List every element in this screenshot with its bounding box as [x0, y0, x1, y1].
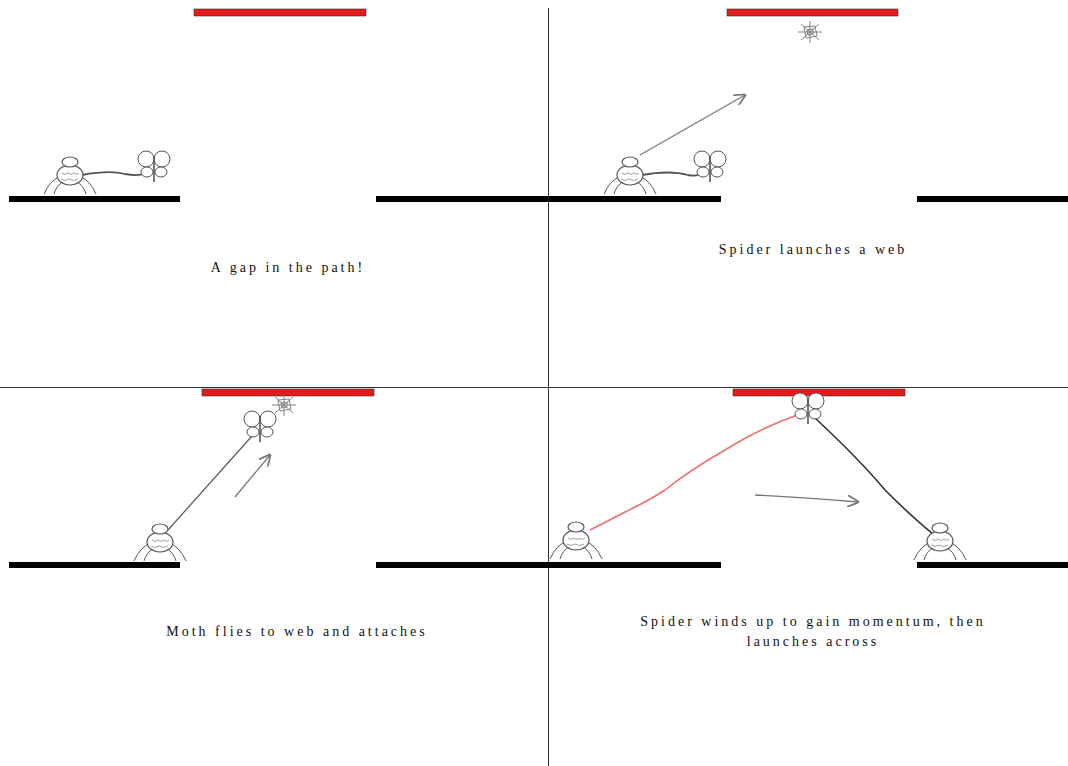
- spider: [604, 157, 656, 194]
- ground: [9, 196, 180, 202]
- spider: [134, 524, 186, 561]
- web-strand: [168, 436, 252, 530]
- panel-caption: A gap in the path!: [78, 258, 498, 278]
- ceiling-bar: [727, 9, 898, 16]
- web-strand: [815, 418, 938, 538]
- web-strand: [82, 172, 148, 175]
- ceiling-bar: [194, 9, 366, 16]
- ground: [917, 196, 1068, 202]
- spider: [914, 523, 966, 560]
- spider: [550, 522, 602, 559]
- ground: [376, 562, 721, 568]
- moth: [244, 411, 276, 442]
- web: [798, 21, 822, 43]
- spider: [44, 157, 96, 194]
- panel-caption: Spider launches a web: [603, 240, 1023, 260]
- ground: [376, 196, 721, 202]
- ground: [917, 562, 1068, 568]
- motion-arrow: [640, 95, 745, 155]
- web-strand: [642, 172, 704, 176]
- moth: [138, 151, 170, 182]
- panel-caption: Moth flies to web and attaches: [77, 622, 517, 642]
- web: [272, 394, 296, 416]
- ceiling-bar: [202, 389, 374, 396]
- swing-path: [590, 414, 800, 530]
- panel-divider: [0, 387, 1068, 388]
- moth: [694, 151, 726, 182]
- motion-arrow: [755, 495, 858, 502]
- panel-caption: Spider winds up to gain momentum, then l…: [613, 612, 1013, 652]
- motion-arrow: [235, 455, 270, 497]
- ground: [9, 562, 180, 568]
- moth: [792, 393, 824, 424]
